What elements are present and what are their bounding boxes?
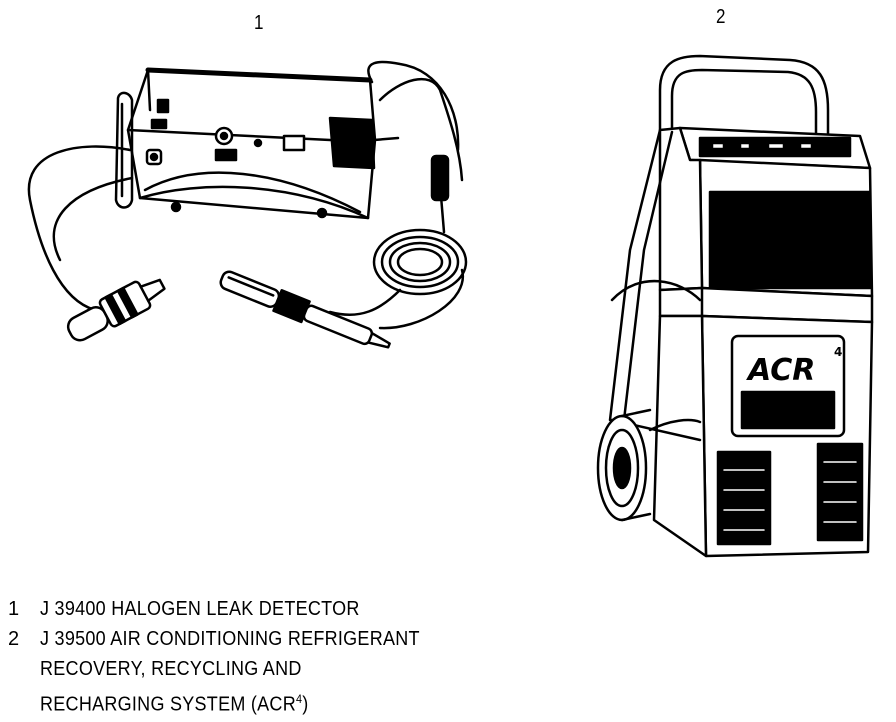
legend-item-2-continuation: RECHARGING SYSTEM (ACR4) (8, 684, 608, 720)
legend-item-text: J 39500 AIR CONDITIONING REFRIGERANT (40, 628, 420, 650)
equipment-illustration: ACR 4 (27, 54, 874, 558)
figure-legend: 1 J 39400 HALOGEN LEAK DETECTOR 2 J 3950… (8, 594, 608, 720)
legend-item-number: 1 (8, 598, 20, 620)
callout-1: 1 (254, 12, 264, 34)
halogen-leak-detector (27, 60, 468, 349)
callout-2: 2 (716, 6, 726, 28)
legend-item-text-tail: ) (302, 693, 309, 716)
legend-item-number: 2 (8, 628, 20, 650)
legend-item-2-continuation: RECOVERY, RECYCLING AND (8, 654, 608, 684)
legend-superscript: 4 (295, 692, 303, 706)
legend-item-1: 1 J 39400 HALOGEN LEAK DETECTOR (8, 594, 608, 624)
legend-item-2: 2 J 39500 AIR CONDITIONING REFRIGERANT (8, 624, 608, 654)
acr4-recovery-cart (596, 54, 874, 558)
legend-item-text: RECOVERY, RECYCLING AND (40, 658, 302, 680)
acr-logo-text: ACR (746, 353, 815, 388)
legend-item-text-part: RECHARGING SYSTEM (ACR (40, 693, 296, 716)
legend-item-text: J 39400 HALOGEN LEAK DETECTOR (40, 598, 360, 620)
acr-logo-superscript: 4 (834, 345, 842, 359)
legend-item-text: RECHARGING SYSTEM (ACR4) (40, 684, 309, 720)
